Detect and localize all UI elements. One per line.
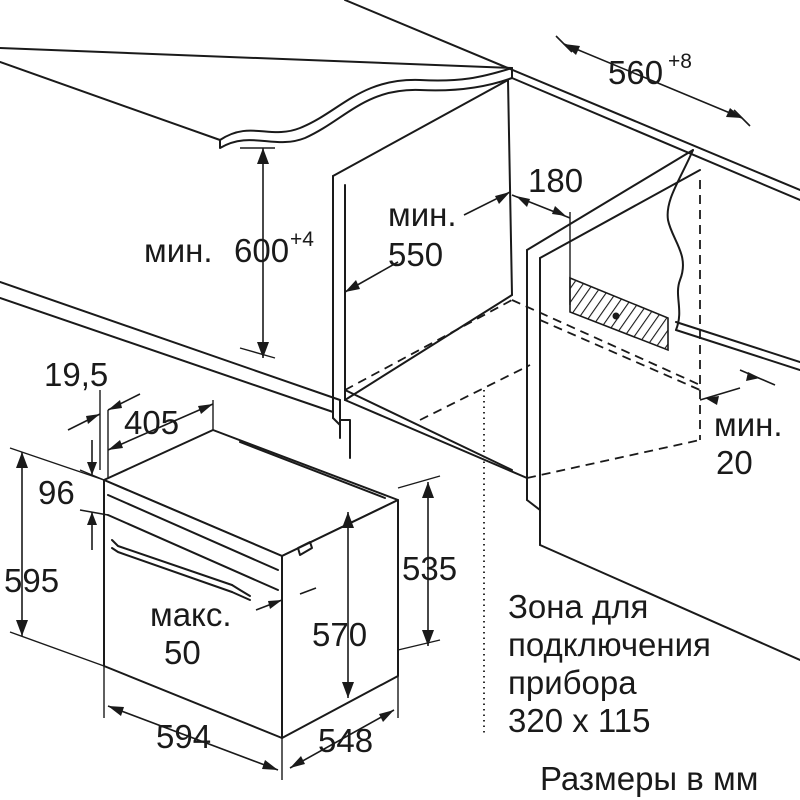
connection-zone-line1: Зона для bbox=[508, 588, 648, 625]
oven-depth-value: 548 bbox=[318, 722, 373, 759]
dimension-lines bbox=[9, 35, 776, 780]
top-offset-value: 96 bbox=[38, 474, 75, 511]
handle-depth-value: 50 bbox=[164, 634, 201, 671]
connection-zone-line3: прибора bbox=[508, 664, 637, 701]
side-gap-prefix: мин. bbox=[714, 406, 783, 443]
hidden-lines bbox=[344, 180, 701, 735]
niche-depth-value: 550 bbox=[388, 236, 443, 273]
niche-height-value: 600 bbox=[234, 232, 289, 269]
niche-depth-prefix: мин. bbox=[388, 196, 457, 233]
oven-body-height-value: 535 bbox=[402, 550, 457, 587]
oven-height-value: 595 bbox=[4, 562, 59, 599]
front-panel-depth-value: 19,5 bbox=[44, 356, 108, 393]
niche-width-value: 560 bbox=[608, 54, 663, 91]
oven-width-value: 594 bbox=[156, 718, 211, 755]
side-gap-value: 20 bbox=[716, 444, 753, 481]
niche-height-tolerance: +4 bbox=[290, 228, 314, 251]
countertop bbox=[0, 0, 800, 191]
oven-inner-depth-value: 405 bbox=[124, 404, 179, 441]
connection-offset-value: 180 bbox=[528, 162, 583, 199]
units-note: Размеры в мм bbox=[540, 760, 758, 797]
handle-depth-prefix: макс. bbox=[150, 596, 232, 633]
connection-zone-line2: подключения bbox=[508, 626, 711, 663]
oven bbox=[103, 429, 399, 739]
connection-zone-line4: 320 x 115 bbox=[508, 702, 651, 739]
niche-width-tolerance: +8 bbox=[668, 50, 692, 73]
dimension-labels: 560 +8 мин. 600 +4 мин. 550 180 мин. 20 … bbox=[4, 50, 783, 759]
oven-inner-height-value: 570 bbox=[312, 616, 367, 653]
niche-height-prefix: мин. bbox=[144, 232, 213, 269]
connection-zone-text: Зона для подключения прибора 320 x 115 bbox=[508, 588, 711, 739]
